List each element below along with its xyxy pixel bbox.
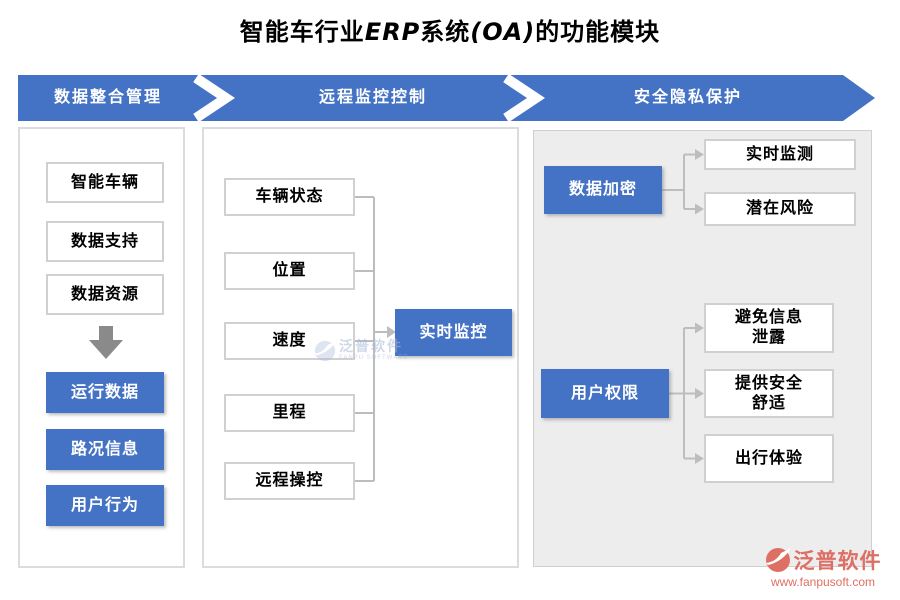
node-user-behavior: 用户行为 bbox=[46, 485, 164, 526]
node-travel-experience: 出行体验 bbox=[704, 434, 834, 483]
node-realtime-detection: 实时监测 bbox=[704, 139, 856, 170]
watermark-brand: 泛普软件 bbox=[339, 340, 403, 355]
banner-section-data-integration: 数据整合管理 bbox=[53, 89, 162, 106]
node-data-support: 数据支持 bbox=[46, 221, 164, 262]
node-potential-risk: 潜在风险 bbox=[704, 192, 856, 226]
banner-section-privacy: 安全隐私保护 bbox=[633, 89, 742, 106]
title-erp: ERP bbox=[364, 18, 421, 46]
watermark-caption: FANPU SOFTWARE bbox=[339, 355, 409, 361]
node-mileage: 里程 bbox=[224, 394, 355, 432]
footer-logo: 泛普软件 www.fanpusoft.com bbox=[748, 545, 898, 589]
node-user-permission: 用户权限 bbox=[541, 369, 669, 418]
page-title: 智能车行业ERP系统(OA)的功能模块 bbox=[0, 12, 900, 47]
node-speed: 速度 bbox=[224, 322, 355, 360]
node-vehicle-status: 车辆状态 bbox=[224, 178, 355, 216]
node-traffic-info: 路况信息 bbox=[46, 429, 164, 470]
node-operating-data: 运行数据 bbox=[46, 372, 164, 413]
center-watermark: 泛普软件 FANPU SOFTWARE bbox=[314, 340, 408, 362]
arrow-down-icon bbox=[89, 326, 123, 359]
title-prefix: 智能车行业 bbox=[239, 20, 365, 46]
node-realtime-monitoring: 实时监控 bbox=[395, 309, 512, 356]
node-smart-vehicle: 智能车辆 bbox=[46, 162, 164, 203]
fanpu-logo-icon bbox=[314, 340, 336, 362]
fanpu-logo-icon bbox=[765, 548, 791, 572]
panel-data-integration: 智能车辆 数据支持 数据资源 运行数据 路况信息 用户行为 bbox=[18, 127, 185, 568]
title-oa: (OA) bbox=[470, 18, 536, 46]
footer-url: www.fanpusoft.com bbox=[770, 575, 876, 589]
footer-brand: 泛普软件 bbox=[793, 549, 882, 573]
title-suffix: 的功能模块 bbox=[535, 20, 661, 46]
node-data-resource: 数据资源 bbox=[46, 274, 164, 315]
title-middle: 系统 bbox=[420, 20, 471, 46]
chevron-right-icon bbox=[500, 75, 546, 121]
banner-section-remote-monitoring: 远程监控控制 bbox=[318, 89, 427, 106]
node-provide-safety-comfort: 提供安全 舒适 bbox=[704, 369, 834, 418]
node-remote-control: 远程操控 bbox=[224, 462, 355, 500]
panel-privacy-protection: 数据加密 实时监测 潜在风险 用户权限 避免信息 泄露 提供安全 舒适 出行体验 bbox=[533, 130, 872, 567]
process-banner: 数据整合管理 远程监控控制 安全隐私保护 bbox=[18, 75, 875, 121]
node-position: 位置 bbox=[224, 252, 355, 290]
node-avoid-info-leak: 避免信息 泄露 bbox=[704, 303, 834, 353]
panel-remote-monitoring: 车辆状态 位置 速度 里程 远程操控 实时监控 泛普软件 FANPU SOFTW… bbox=[202, 127, 519, 568]
chevron-right-icon bbox=[190, 75, 236, 121]
node-data-encryption: 数据加密 bbox=[544, 166, 662, 214]
